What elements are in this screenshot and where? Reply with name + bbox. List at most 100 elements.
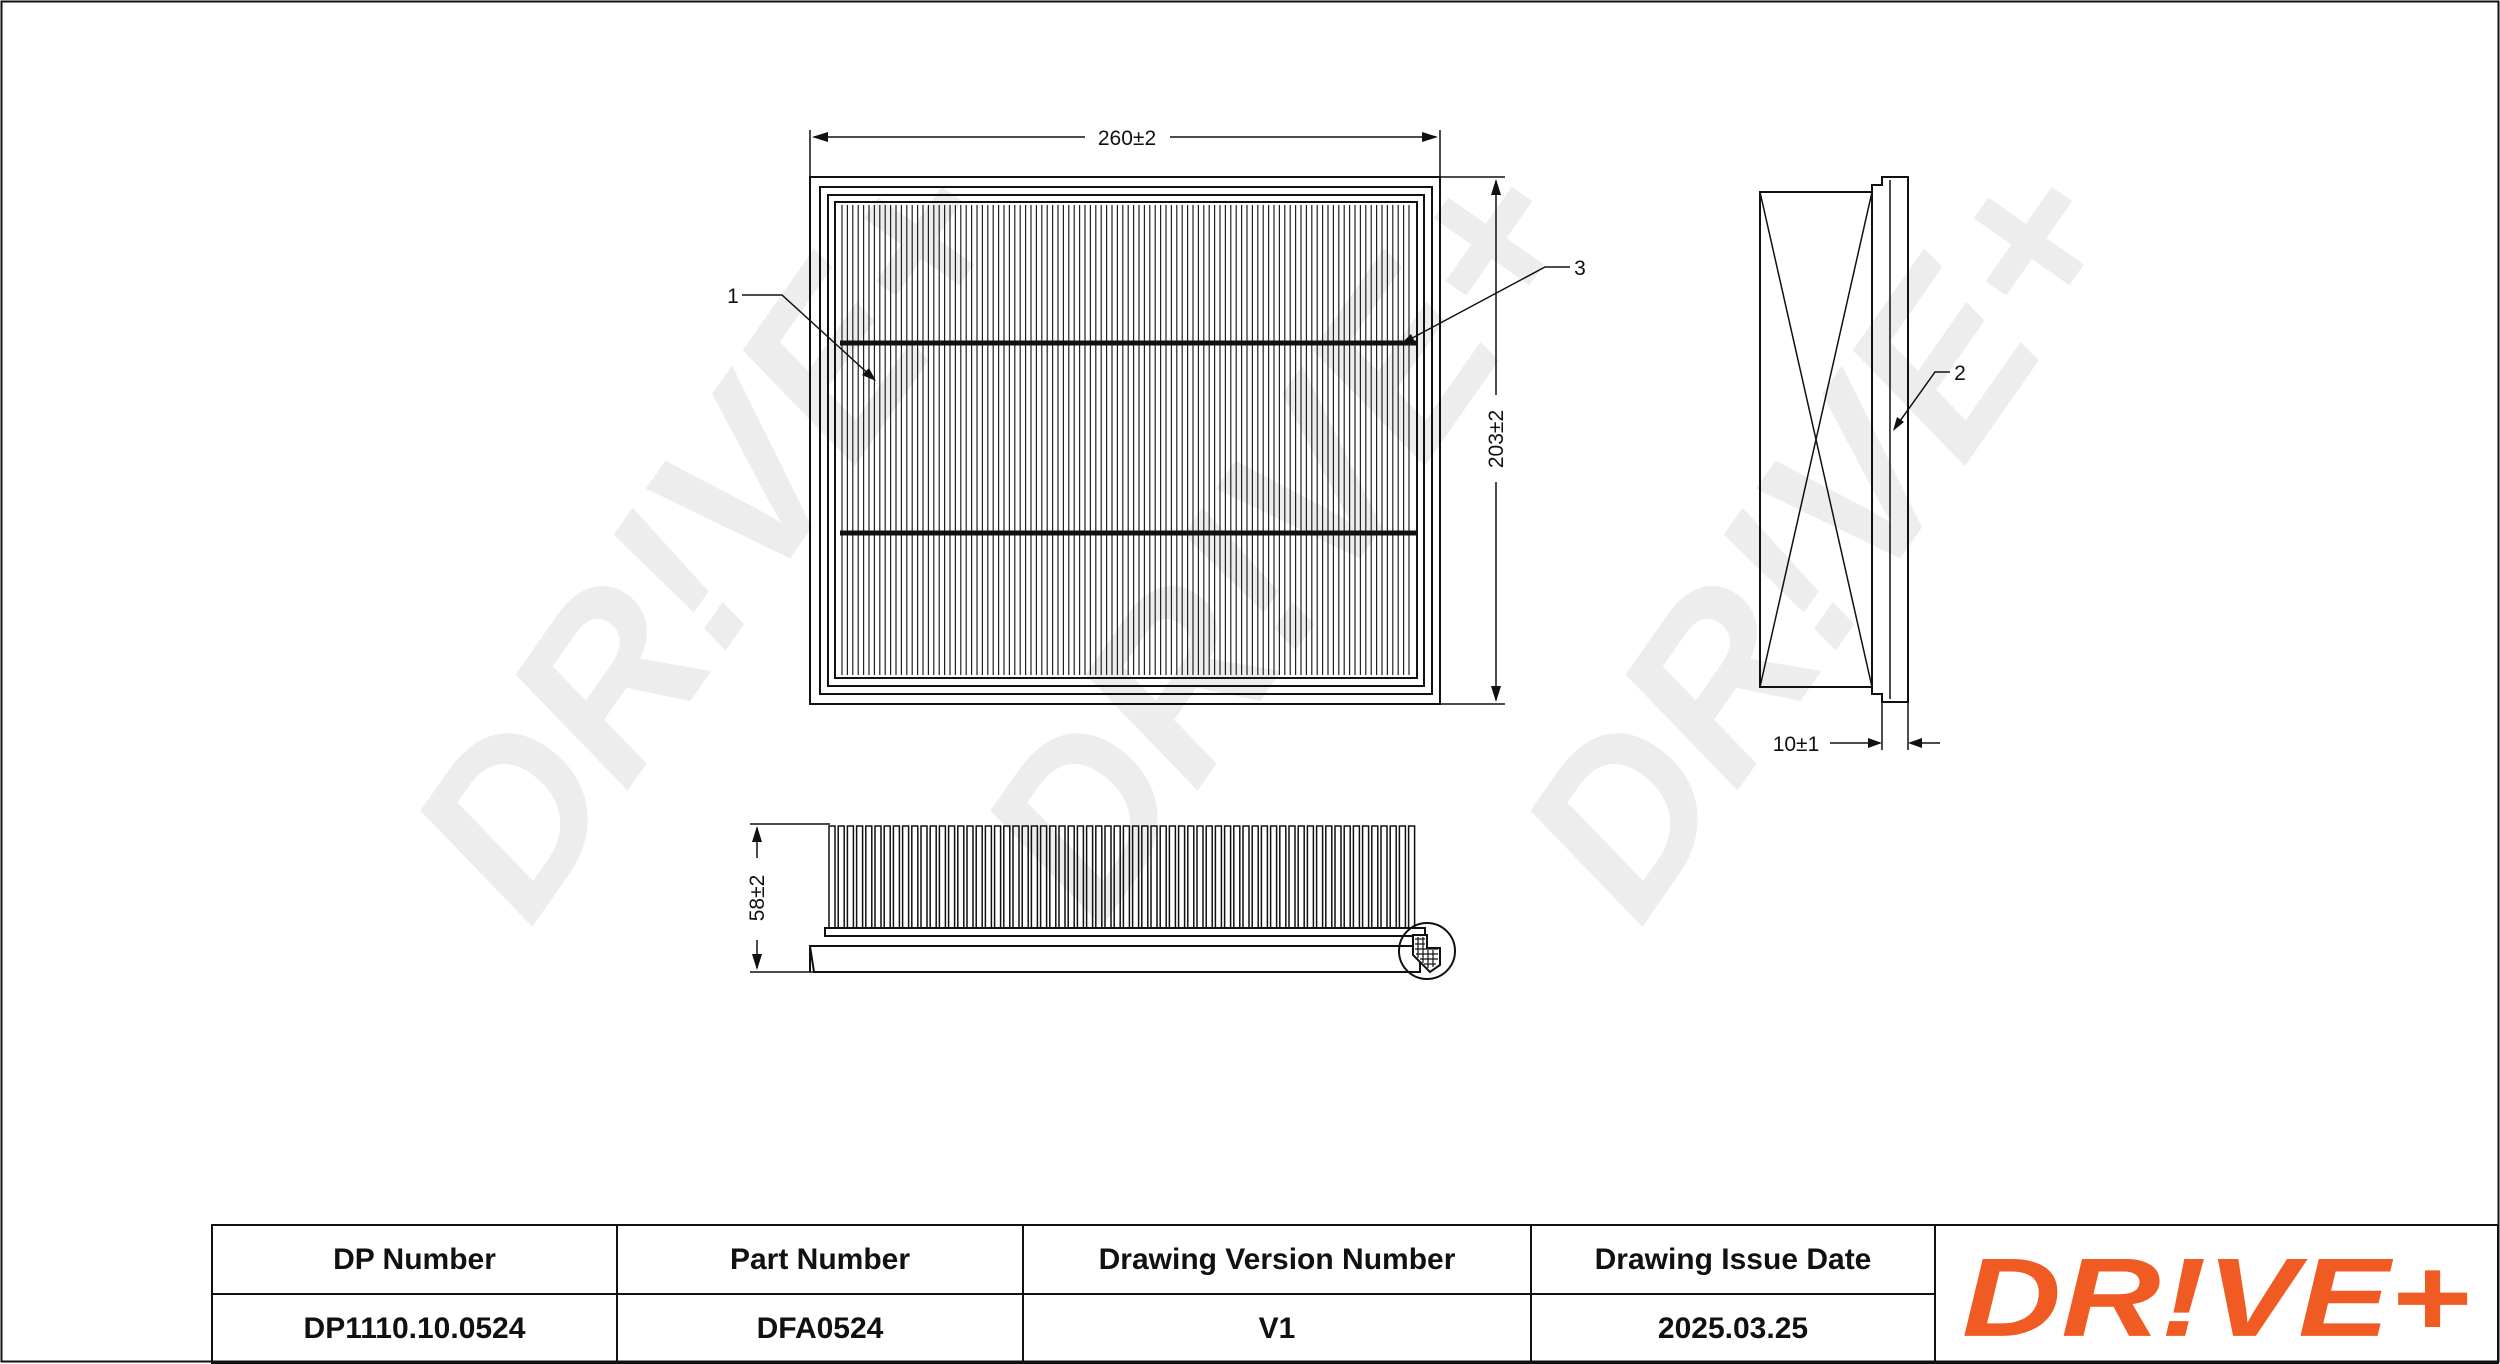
value-part-number: DFA0524 <box>616 1293 1024 1364</box>
bottom-pleat <box>1168 825 1177 928</box>
bottom-pleat <box>1095 825 1103 928</box>
front-frame-3 <box>827 194 1425 687</box>
bottom-pleat <box>901 825 910 928</box>
bottom-pleat <box>1269 825 1278 928</box>
bottom-pleat <box>1398 825 1407 928</box>
bottom-pleat <box>1058 825 1066 928</box>
dimension-height-label: 203±2 <box>1485 410 1508 468</box>
bottom-pleat <box>837 825 845 928</box>
bottom-pleat <box>1076 825 1085 928</box>
bottom-pleat <box>1021 825 1029 928</box>
bottom-pleat <box>1315 825 1324 928</box>
dimension-frame-label: 10±1 <box>1773 733 1820 756</box>
bottom-pleat <box>1334 825 1342 928</box>
bottom-pleat <box>1223 825 1232 928</box>
bottom-pleat <box>1233 825 1241 928</box>
value-drawing-version: V1 <box>1022 1293 1532 1364</box>
callout-2-label: 2 <box>1954 362 1966 385</box>
bottom-pleat <box>947 825 956 928</box>
bottom-frame-plate <box>808 945 1421 973</box>
bottom-pleat <box>846 825 855 928</box>
bottom-pleat <box>957 825 965 928</box>
callout-3-label: 3 <box>1574 257 1586 280</box>
bottom-pleat <box>1361 825 1370 928</box>
bottom-pleat <box>1187 825 1195 928</box>
brand-logo-text: DR!VE+ <box>1962 1235 2470 1360</box>
dimension-frame <box>1830 702 1940 750</box>
callout-1-label: 1 <box>727 285 739 308</box>
front-frame-2 <box>819 186 1433 695</box>
bottom-pleat <box>874 825 882 928</box>
side-seal-frame <box>1871 176 1909 703</box>
bottom-pleat <box>1067 825 1075 928</box>
bottom-pleat <box>993 825 1002 928</box>
bottom-pleat <box>1085 825 1094 928</box>
bottom-pleat <box>1030 825 1039 928</box>
bottom-pleat <box>1141 825 1149 928</box>
brand-logo-cell: DR!VE+ <box>1934 1224 2499 1364</box>
bottom-pleat <box>1205 825 1213 928</box>
header-dp-number: DP Number <box>211 1224 618 1295</box>
bottom-pleat <box>1380 825 1388 928</box>
watermark-left: DR!VE+ <box>360 114 1058 958</box>
bottom-pleat <box>1131 825 1140 928</box>
callout-1-leader <box>742 294 876 381</box>
detail-circle <box>1398 922 1456 980</box>
front-view <box>809 176 1441 705</box>
bottom-pleat <box>883 825 891 928</box>
bottom-pleat <box>1251 825 1259 928</box>
bottom-pleat <box>1389 825 1397 928</box>
bottom-pleat <box>1196 825 1204 928</box>
bottom-pleat <box>929 825 937 928</box>
detail-hatch <box>1412 934 1441 974</box>
bottom-pleat <box>938 825 947 928</box>
bottom-pleat <box>1113 825 1121 928</box>
bottom-pleat <box>1049 825 1057 928</box>
bottom-pleat <box>1242 825 1250 928</box>
bottom-pleat <box>1260 825 1269 928</box>
side-view <box>1759 176 1909 703</box>
header-drawing-version: Drawing Version Number <box>1022 1224 1532 1295</box>
bottom-pleat <box>1150 825 1158 928</box>
bottom-pleat <box>1279 825 1287 928</box>
bottom-pleat <box>1297 825 1305 928</box>
dimension-width-label: 260±2 <box>1098 127 1156 150</box>
dimension-width <box>809 130 1441 177</box>
bottom-pleat <box>892 825 901 928</box>
bottom-pleat <box>1104 825 1112 928</box>
bottom-pleat <box>1122 825 1131 928</box>
header-part-number: Part Number <box>616 1224 1024 1295</box>
bottom-pleat <box>1371 825 1379 928</box>
bottom-pleats <box>828 825 1416 928</box>
side-pleat-block <box>1759 191 1873 688</box>
bottom-pleat <box>920 825 928 928</box>
bottom-pleat <box>966 825 974 928</box>
bottom-pleat <box>1325 825 1333 928</box>
front-frame-4 <box>834 201 1418 679</box>
pleat-lines <box>841 205 1410 675</box>
bottom-pleat <box>1159 825 1167 928</box>
value-dp-number: DP1110.10.0524 <box>211 1293 618 1364</box>
bottom-pleat <box>1352 825 1361 928</box>
callout-3-leader <box>1400 266 1570 345</box>
bottom-pleat <box>1306 825 1315 928</box>
bottom-pleat <box>1288 825 1296 928</box>
bottom-pleat <box>975 825 983 928</box>
dimension-depth-label: 58±2 <box>746 875 769 922</box>
callout-2-leader <box>1893 371 1950 431</box>
header-issue-date: Drawing Issue Date <box>1530 1224 1936 1295</box>
bottom-pleat <box>828 825 836 928</box>
bottom-view <box>808 825 1456 980</box>
side-cross-2 <box>1759 191 1873 688</box>
bottom-pleat <box>984 825 993 928</box>
dimension-height <box>1440 176 1505 705</box>
bottom-pleat <box>1039 825 1048 928</box>
bottom-pleat <box>1343 825 1351 928</box>
value-issue-date: 2025.03.25 <box>1530 1293 1936 1364</box>
bottom-pleat <box>865 825 873 928</box>
bottom-pleat <box>1003 825 1011 928</box>
bottom-pleat <box>1407 825 1416 928</box>
title-block: DP Number Part Number Drawing Version Nu… <box>211 1224 2499 1364</box>
bottom-pleat <box>1214 825 1223 928</box>
